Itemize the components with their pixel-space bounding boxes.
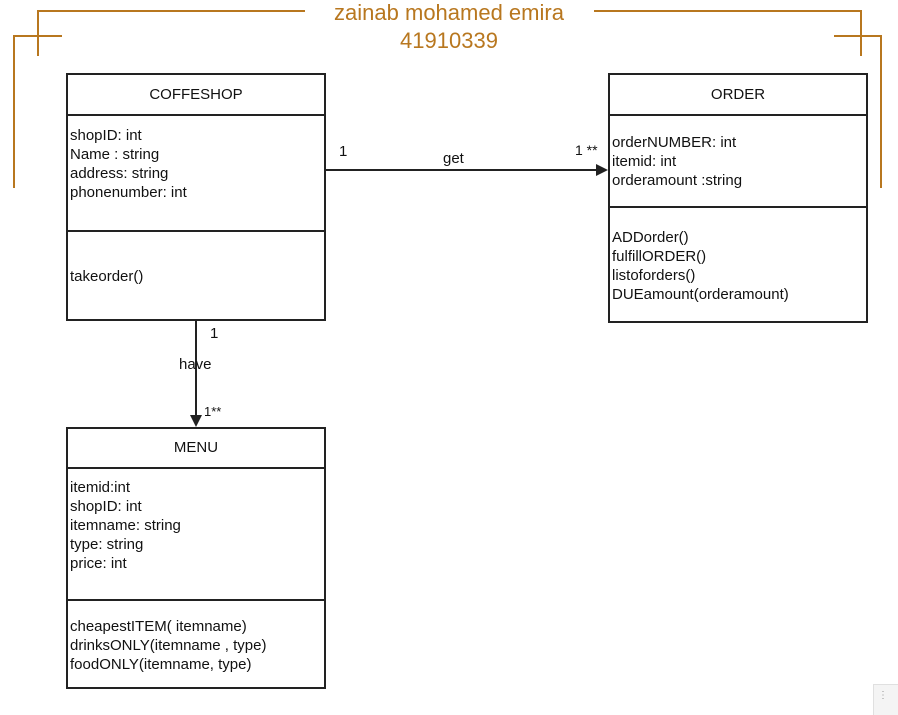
diagram-title-name: zainab mohamed emira xyxy=(334,0,564,25)
class-coffeshop-attributes: shopID: int Name : string address: strin… xyxy=(68,116,324,230)
method: cheapestITEM( itemname) xyxy=(70,618,247,635)
class-coffeshop[interactable]: COFFESHOP shopID: int Name : string addr… xyxy=(66,73,326,321)
class-menu-name: MENU xyxy=(68,429,324,469)
attribute: address: string xyxy=(70,165,169,182)
corner-resize-handle[interactable]: ⋮ xyxy=(873,684,898,715)
diagram-title-id: 41910339 xyxy=(400,28,498,53)
get-label: get xyxy=(443,150,464,167)
class-coffeshop-name: COFFESHOP xyxy=(68,75,324,116)
grip-dots-icon: ⋮ xyxy=(878,690,888,701)
class-coffeshop-methods: takeorder() xyxy=(68,230,324,286)
have-label: have xyxy=(179,356,212,373)
attribute: shopID: int xyxy=(70,127,142,144)
class-order-name: ORDER xyxy=(610,75,866,116)
have-target-multiplicity: 1** xyxy=(204,404,222,419)
class-menu-methods: cheapestITEM( itemname) drinksONLY(itemn… xyxy=(68,599,324,674)
class-order[interactable]: ORDER orderNUMBER: int itemid: int order… xyxy=(608,73,868,323)
get-source-multiplicity: 1 xyxy=(339,143,348,160)
attribute: price: int xyxy=(70,555,127,572)
association-get-arrowhead xyxy=(596,164,608,176)
get-target-multiplicity: 1 ** xyxy=(575,142,598,158)
method: listoforders() xyxy=(612,267,696,284)
bracket-right-top xyxy=(594,10,862,56)
method: takeorder() xyxy=(70,268,144,285)
method: DUEamount(orderamount) xyxy=(612,286,789,303)
method: fulfillORDER() xyxy=(612,248,707,265)
class-menu[interactable]: MENU itemid:int shopID: int itemname: st… xyxy=(66,427,326,689)
attribute: itemid: int xyxy=(612,153,677,170)
bracket-left-top xyxy=(37,10,305,56)
bracket-left-side xyxy=(13,35,62,188)
attribute: Name : string xyxy=(70,146,160,163)
method: foodONLY(itemname, type) xyxy=(70,656,252,673)
class-order-attributes: orderNUMBER: int itemid: int orderamount… xyxy=(610,116,866,206)
attribute: orderamount :string xyxy=(612,172,743,189)
method: ADDorder() xyxy=(612,229,689,246)
attribute: itemid:int xyxy=(70,479,131,496)
attribute: shopID: int xyxy=(70,498,142,515)
association-have-arrowhead xyxy=(190,415,202,427)
class-menu-attributes: itemid:int shopID: int itemname: string … xyxy=(68,469,324,599)
title-bracket xyxy=(13,10,882,188)
attribute: orderNUMBER: int xyxy=(612,134,737,151)
attribute: phonenumber: int xyxy=(70,184,187,201)
attribute: type: string xyxy=(70,536,144,553)
have-source-multiplicity: 1 xyxy=(210,325,219,342)
class-order-methods: ADDorder() fulfillORDER() listoforders()… xyxy=(610,206,866,304)
bracket-right-side xyxy=(834,35,882,188)
method: drinksONLY(itemname , type) xyxy=(70,637,267,654)
attribute: itemname: string xyxy=(70,517,181,534)
